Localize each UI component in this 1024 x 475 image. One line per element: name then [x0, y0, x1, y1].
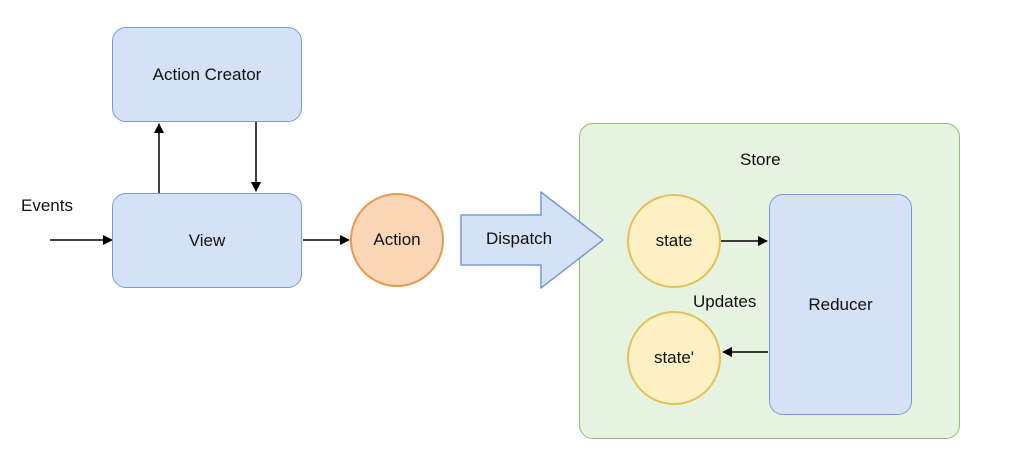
- dispatch-arrow-shape: [460, 191, 604, 289]
- reducer-node: Reducer: [769, 194, 912, 415]
- view-node: View: [112, 193, 302, 288]
- dispatch-label: Dispatch: [486, 229, 553, 248]
- state-prime-node: state': [627, 311, 721, 405]
- reducer-label: Reducer: [808, 294, 873, 314]
- action-label: Action: [373, 230, 421, 249]
- updates-label: Updates: [693, 292, 757, 311]
- state-label: state: [655, 231, 693, 250]
- action-creator-label: Action Creator: [152, 64, 262, 84]
- state-prime-label: state': [653, 348, 695, 367]
- store-title: Store: [740, 150, 781, 169]
- view-label: View: [188, 230, 226, 250]
- state-node: state: [627, 194, 721, 288]
- action-creator-node: Action Creator: [112, 27, 302, 122]
- events-label: Events: [21, 196, 73, 215]
- action-node: Action: [350, 193, 444, 287]
